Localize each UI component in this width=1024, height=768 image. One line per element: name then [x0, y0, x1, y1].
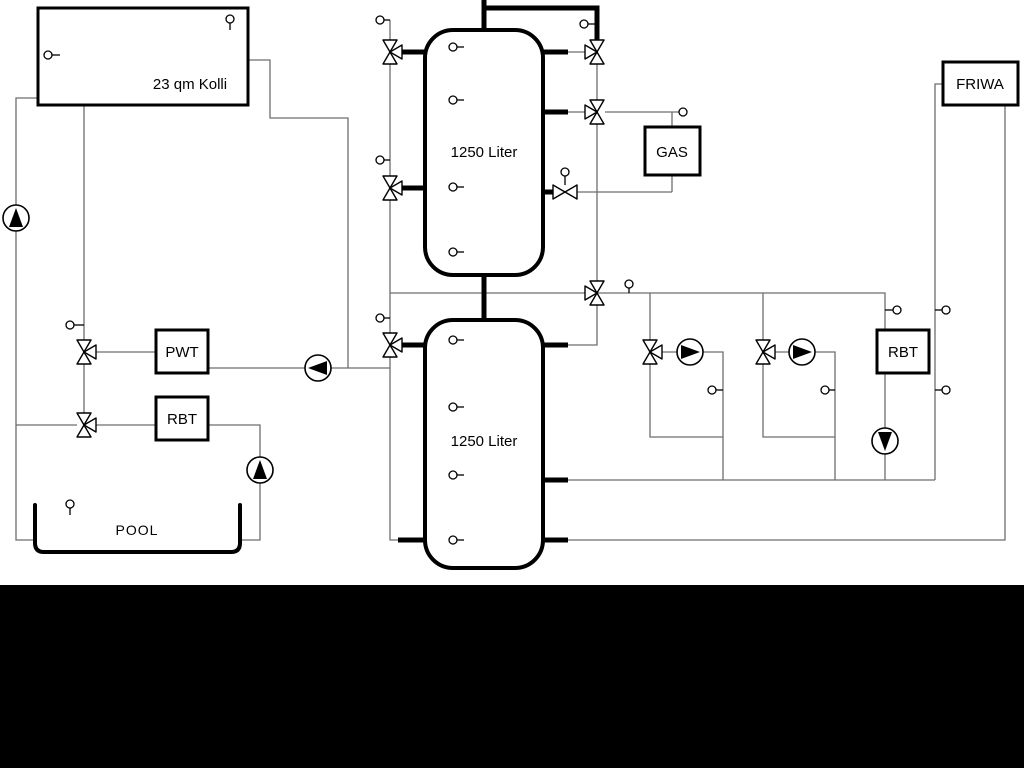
footer-black-bar — [0, 585, 1024, 768]
temperature-sensor-icon — [935, 305, 951, 315]
pwt-box: PWT — [154, 328, 210, 375]
gas-box: GAS — [643, 125, 702, 177]
pipe-segment — [16, 105, 85, 426]
solar-pump-icon — [2, 204, 30, 232]
pool-label: POOL — [116, 522, 159, 538]
temperature-sensor-icon — [448, 95, 464, 105]
pool-pump-icon — [246, 456, 274, 484]
temperature-sensor-icon — [448, 182, 464, 192]
three-way-valve-icon — [76, 339, 97, 365]
three-way-valve-icon — [755, 339, 776, 365]
temperature-sensor-icon — [448, 42, 464, 52]
pipe-network — [15, 20, 1006, 541]
rbt-right-box: RBT — [875, 328, 931, 375]
gas-body — [643, 125, 702, 177]
thick-pipes — [398, 0, 600, 543]
buffer-tank-bottom: 1250 Liter — [423, 318, 545, 570]
three-way-valve-icon — [584, 99, 605, 125]
temperature-sensor-icon — [448, 335, 464, 345]
friwa-label: FRIWA — [956, 76, 1004, 93]
charge-pump-icon — [304, 354, 332, 382]
temperature-sensor-icon — [707, 385, 723, 395]
pwt-body — [154, 328, 210, 375]
pipe-segment — [649, 293, 836, 480]
pipe-segment — [390, 292, 886, 330]
pipe-segment — [208, 424, 261, 541]
friwa-body — [941, 60, 1020, 107]
solar-collector-box: 23 qm Kolli — [36, 6, 250, 107]
heating-pump-1-icon — [676, 338, 704, 366]
pipe-segment — [389, 20, 398, 541]
temperature-sensor-icon — [375, 155, 390, 165]
temperature-sensor-icon — [560, 167, 570, 185]
tank-label: 1250 Liter — [451, 433, 518, 450]
tank-top-riser — [481, 0, 600, 44]
valve-icon — [552, 184, 578, 200]
pipe-segment — [96, 351, 390, 426]
sensors — [43, 14, 951, 545]
temperature-sensor-icon — [448, 535, 464, 545]
tank-body — [423, 28, 545, 277]
temperature-sensor-icon — [375, 313, 390, 323]
temperature-sensor-icon — [225, 14, 235, 30]
pool-walls — [33, 503, 242, 554]
temperature-sensor-icon — [448, 247, 464, 257]
temperature-sensor-icon — [43, 50, 60, 60]
collector-body — [36, 6, 250, 107]
collector-label: 23 qm Kolli — [153, 76, 227, 93]
temperature-sensor-icon — [579, 19, 597, 29]
pipe-segment — [248, 59, 349, 368]
three-way-valve-icon — [584, 280, 605, 306]
heating-pump-2-icon — [788, 338, 816, 366]
rbt-left-box: RBT — [154, 395, 210, 442]
tank-ports — [398, 49, 568, 543]
temperature-sensor-icon — [820, 385, 835, 395]
tank-label: 1250 Liter — [451, 144, 518, 161]
temperature-sensor-icon — [885, 305, 902, 315]
friwa-box: FRIWA — [941, 60, 1020, 107]
temperature-sensor-icon — [624, 279, 634, 293]
temperature-sensor-icon — [935, 385, 951, 395]
temperature-sensor-icon — [448, 402, 464, 412]
three-way-valve-icon — [584, 39, 605, 65]
rbt-right-label: RBT — [888, 344, 918, 361]
temperature-sensor-icon — [375, 15, 390, 25]
temperature-sensor-icon — [65, 320, 84, 330]
three-way-valve-icon — [382, 175, 403, 201]
tank-body — [423, 318, 545, 570]
gas-label: GAS — [656, 144, 688, 161]
three-way-valve-icon — [382, 332, 403, 358]
three-way-valve-icon — [642, 339, 663, 365]
rbt-right-body — [875, 328, 931, 375]
temperature-sensor-icon — [678, 107, 688, 117]
pwt-label: PWT — [165, 344, 198, 361]
pipe-segment — [568, 51, 679, 346]
temperature-sensor-icon — [448, 470, 464, 480]
rbt-left-body — [154, 395, 210, 442]
three-way-valve-icon — [76, 412, 97, 438]
pipe-segment — [568, 83, 1006, 541]
pipe-segment — [15, 97, 38, 541]
pool-basin: POOL — [33, 503, 242, 554]
three-way-valve-icon — [382, 39, 403, 65]
buffer-tank-top: 1250 Liter — [423, 28, 545, 277]
return-pump-icon — [871, 427, 899, 455]
rbt-left-label: RBT — [167, 411, 197, 428]
temperature-sensor-icon — [65, 499, 75, 515]
